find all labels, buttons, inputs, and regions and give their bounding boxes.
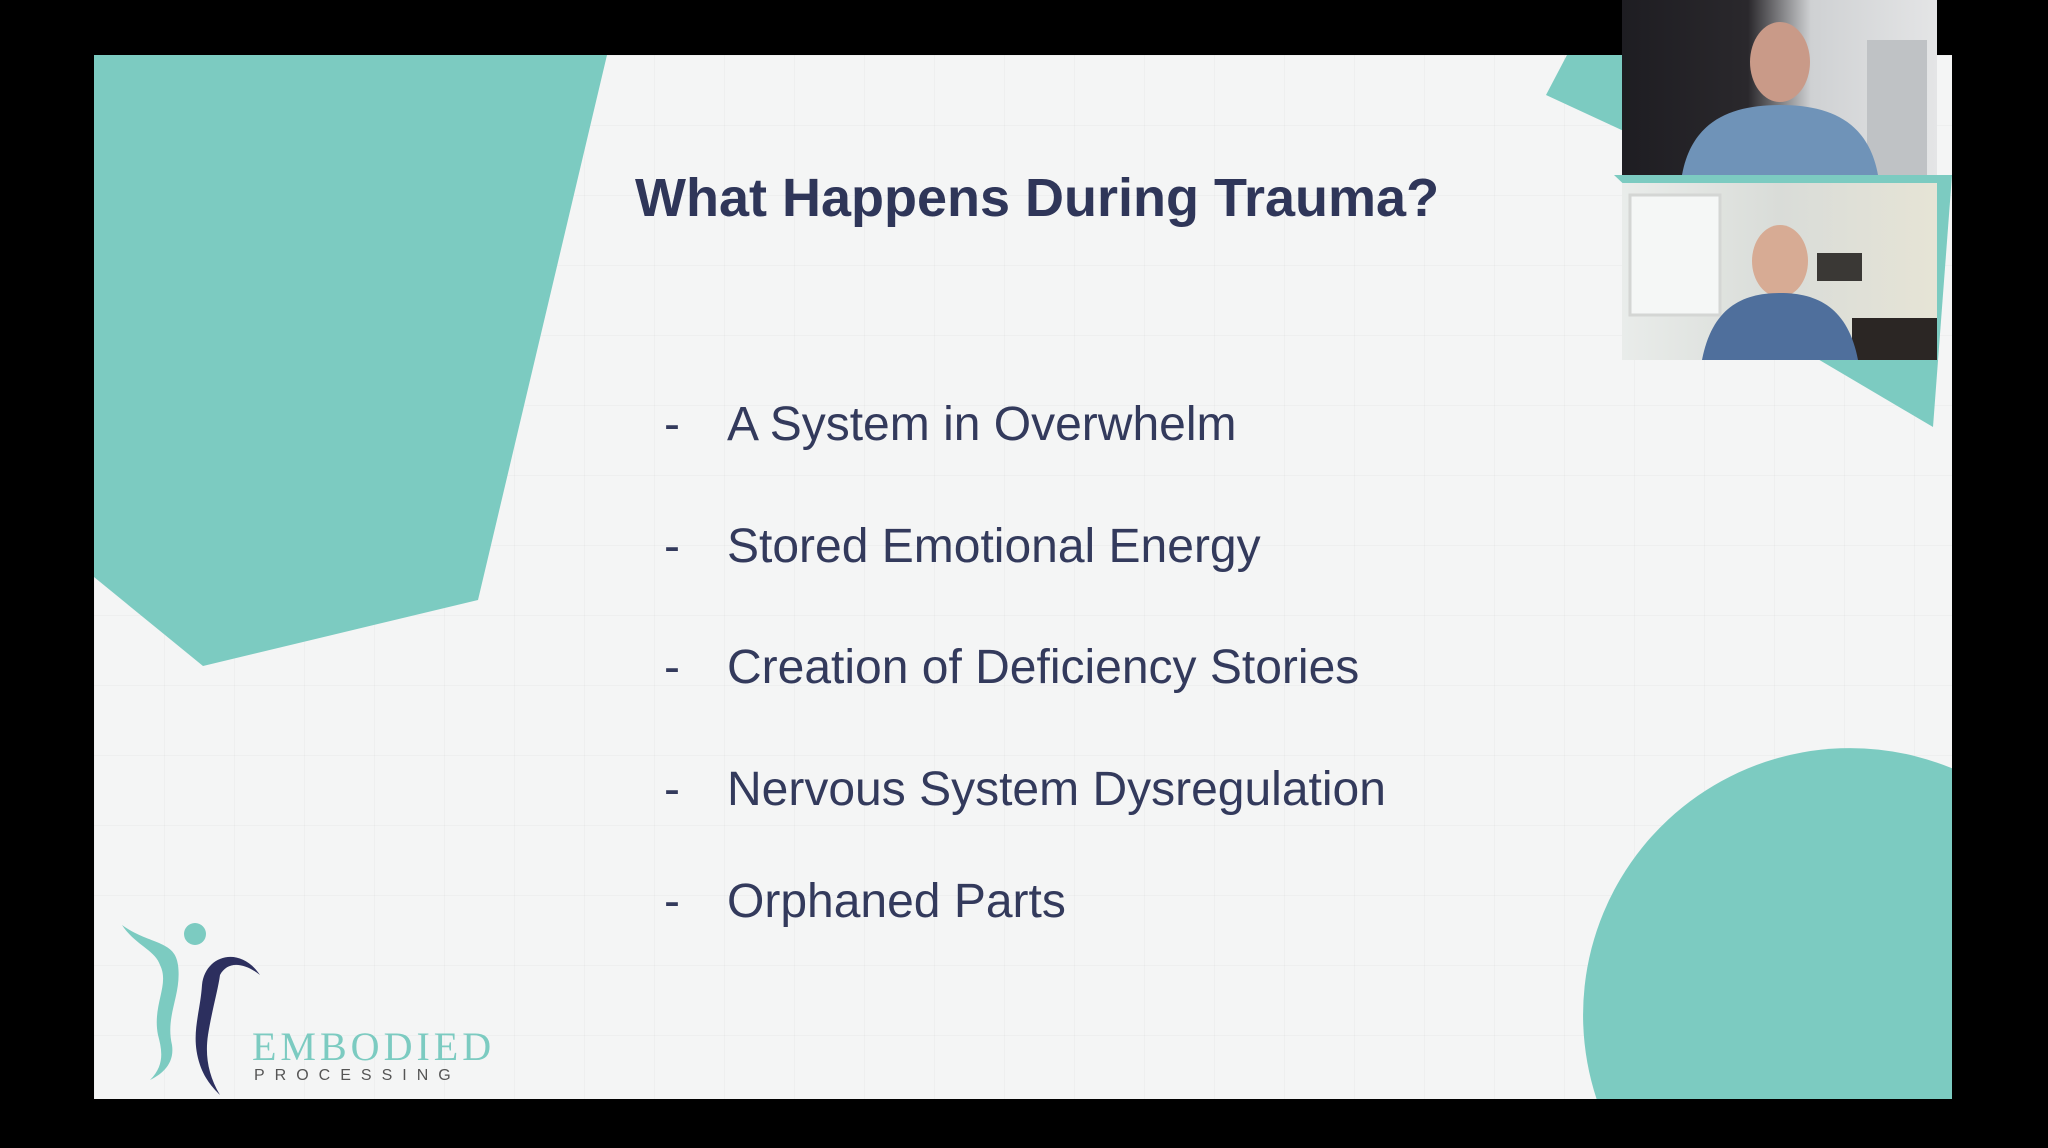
bullet-item: -Nervous System Dysregulation: [664, 763, 1386, 816]
teal-circle-bottom-right: [1583, 748, 1952, 1099]
participant-video-2[interactable]: [1622, 183, 1937, 360]
person-silhouette-icon: [1628, 193, 1937, 360]
logo-subtitle: PROCESSING: [254, 1067, 461, 1084]
slide-title: What Happens During Trauma?: [635, 168, 1440, 228]
person-silhouette-icon: [1682, 22, 1927, 175]
teal-polygon-top-left: [94, 55, 607, 666]
figure-logo-icon: [122, 923, 260, 1095]
logo-wordmark: EMBODIED: [252, 1024, 496, 1069]
bullet-item: -Stored Emotional Energy: [664, 520, 1261, 573]
bullet-item: -Creation of Deficiency Stories: [664, 641, 1360, 694]
bullet-item: -Orphaned Parts: [664, 875, 1066, 928]
embodied-processing-logo: EMBODIED PROCESSING: [120, 915, 500, 1095]
bullet-item: -A System in Overwhelm: [664, 398, 1237, 451]
participant-video-1[interactable]: [1622, 0, 1937, 175]
